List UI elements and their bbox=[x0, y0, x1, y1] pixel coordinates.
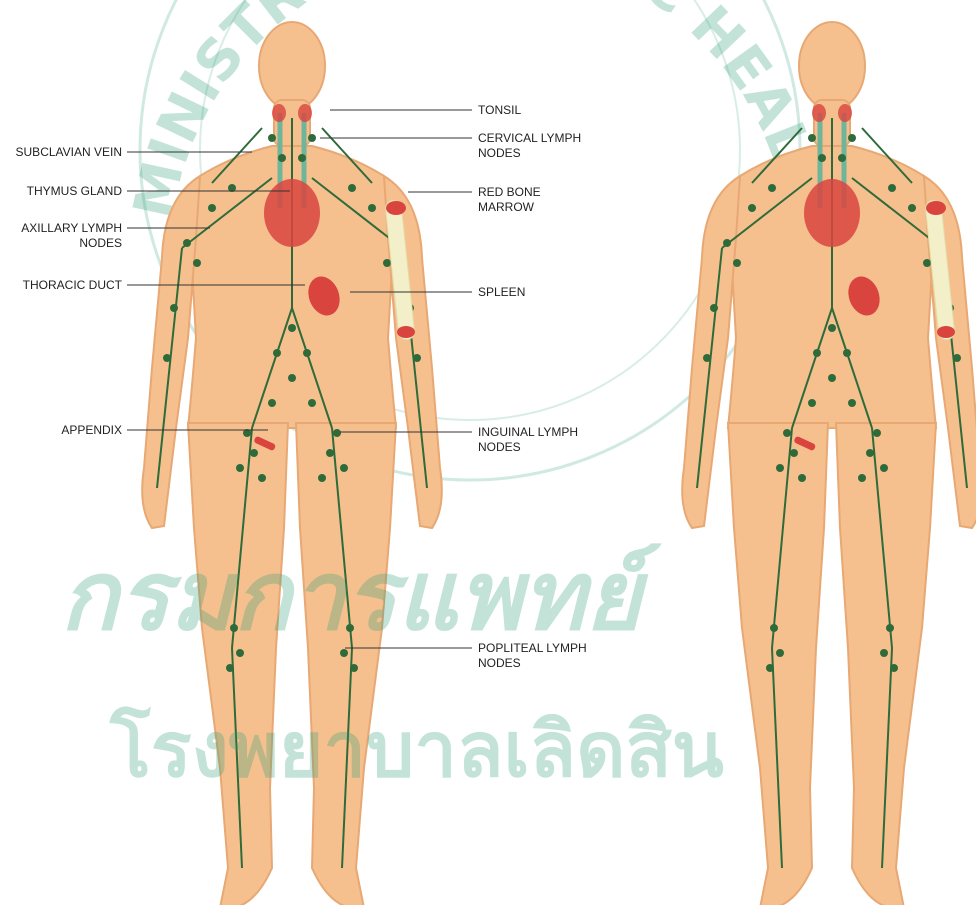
right-lymph-node bbox=[776, 649, 784, 657]
left-lymph-node bbox=[303, 349, 311, 357]
watermark-line-1: กรมการแพทย์ bbox=[60, 520, 641, 672]
right-lymph-node bbox=[776, 464, 784, 472]
left-lymph-node bbox=[340, 464, 348, 472]
left-lymph-node bbox=[298, 154, 306, 162]
right-lymph-node bbox=[783, 429, 791, 437]
left-tonsil-right bbox=[298, 104, 312, 122]
left-lymph-node bbox=[250, 449, 258, 457]
right-lymph-node bbox=[880, 649, 888, 657]
left-lymph-node bbox=[413, 354, 421, 362]
left-lymph-node bbox=[348, 184, 356, 192]
right-lymph-node bbox=[923, 259, 931, 267]
left-lymph-node bbox=[193, 259, 201, 267]
left-bone-marrow-bottom bbox=[397, 326, 415, 338]
right-lymph-node bbox=[828, 374, 836, 382]
left-thymus bbox=[264, 179, 320, 247]
label-thoracic-duct: THORACIC DUCT bbox=[23, 278, 122, 293]
label-axillary-lymph-nodes: AXILLARY LYMPH NODES bbox=[21, 221, 122, 251]
right-lymph-node bbox=[766, 664, 774, 672]
left-lymph-node bbox=[183, 239, 191, 247]
right-lymph-node bbox=[880, 464, 888, 472]
label-tonsil: TONSIL bbox=[478, 103, 521, 118]
left-lymph-node bbox=[333, 429, 341, 437]
left-lymph-node bbox=[288, 324, 296, 332]
label-thymus-gland: THYMUS GLAND bbox=[27, 184, 122, 199]
left-lymph-node bbox=[368, 204, 376, 212]
left-lymph-node bbox=[278, 154, 286, 162]
left-lymph-node bbox=[318, 474, 326, 482]
right-lymph-node bbox=[886, 624, 894, 632]
right-lymph-node bbox=[723, 239, 731, 247]
label-subclavian-vein: SUBCLAVIAN VEIN bbox=[16, 145, 122, 160]
label-spleen: SPLEEN bbox=[478, 285, 525, 300]
right-lymph-node bbox=[888, 184, 896, 192]
left-lymph-node bbox=[170, 304, 178, 312]
right-tonsil-left bbox=[812, 104, 826, 122]
right-lymph-node bbox=[838, 154, 846, 162]
right-lymph-node bbox=[953, 354, 961, 362]
right-lymph-node bbox=[843, 349, 851, 357]
left-lymph-node bbox=[383, 259, 391, 267]
right-lymph-node bbox=[848, 134, 856, 142]
right-lymph-node bbox=[808, 134, 816, 142]
right-lymph-node bbox=[848, 399, 856, 407]
left-bone-marrow-top bbox=[386, 201, 406, 215]
right-lymph-node bbox=[866, 449, 874, 457]
right-lymph-node bbox=[908, 204, 916, 212]
left-lymph-node bbox=[273, 349, 281, 357]
left-tonsil-left bbox=[272, 104, 286, 122]
right-lymph-node bbox=[733, 259, 741, 267]
right-lymph-node bbox=[710, 304, 718, 312]
label-cervical-lymph-nodes: CERVICAL LYMPH NODES bbox=[478, 131, 581, 161]
right-lymph-node bbox=[770, 624, 778, 632]
left-lymph-node bbox=[288, 374, 296, 382]
right-lymph-node bbox=[808, 399, 816, 407]
left-lymph-node bbox=[208, 204, 216, 212]
left-lymph-node bbox=[258, 474, 266, 482]
left-lymph-node bbox=[308, 399, 316, 407]
watermark-line-2: โรงพยาบาลเลิดสิน bbox=[110, 690, 724, 810]
right-lymph-node bbox=[813, 349, 821, 357]
right-lymph-node bbox=[828, 324, 836, 332]
right-lymph-node bbox=[890, 664, 898, 672]
left-lymph-node bbox=[268, 399, 276, 407]
right-body-figure bbox=[682, 22, 976, 905]
left-lymph-node bbox=[308, 134, 316, 142]
right-body-silhouette bbox=[682, 22, 976, 905]
right-bone-marrow-bottom bbox=[937, 326, 955, 338]
right-thymus bbox=[804, 179, 860, 247]
right-bone-marrow-top bbox=[926, 201, 946, 215]
label-red-bone-marrow: RED BONE MARROW bbox=[478, 185, 541, 215]
right-lymph-node bbox=[748, 204, 756, 212]
left-lymph-node bbox=[163, 354, 171, 362]
label-appendix: APPENDIX bbox=[61, 423, 122, 438]
right-tonsil-right bbox=[838, 104, 852, 122]
right-lymph-node bbox=[873, 429, 881, 437]
label-inguinal-lymph-nodes: INGUINAL LYMPH NODES bbox=[478, 425, 578, 455]
left-lymph-node bbox=[236, 464, 244, 472]
right-lymph-node bbox=[818, 154, 826, 162]
right-lymph-node bbox=[798, 474, 806, 482]
right-lymph-node bbox=[703, 354, 711, 362]
left-lymph-node bbox=[326, 449, 334, 457]
right-lymph-node bbox=[790, 449, 798, 457]
right-lymph-node bbox=[768, 184, 776, 192]
right-lymph-node bbox=[858, 474, 866, 482]
left-lymph-node bbox=[268, 134, 276, 142]
